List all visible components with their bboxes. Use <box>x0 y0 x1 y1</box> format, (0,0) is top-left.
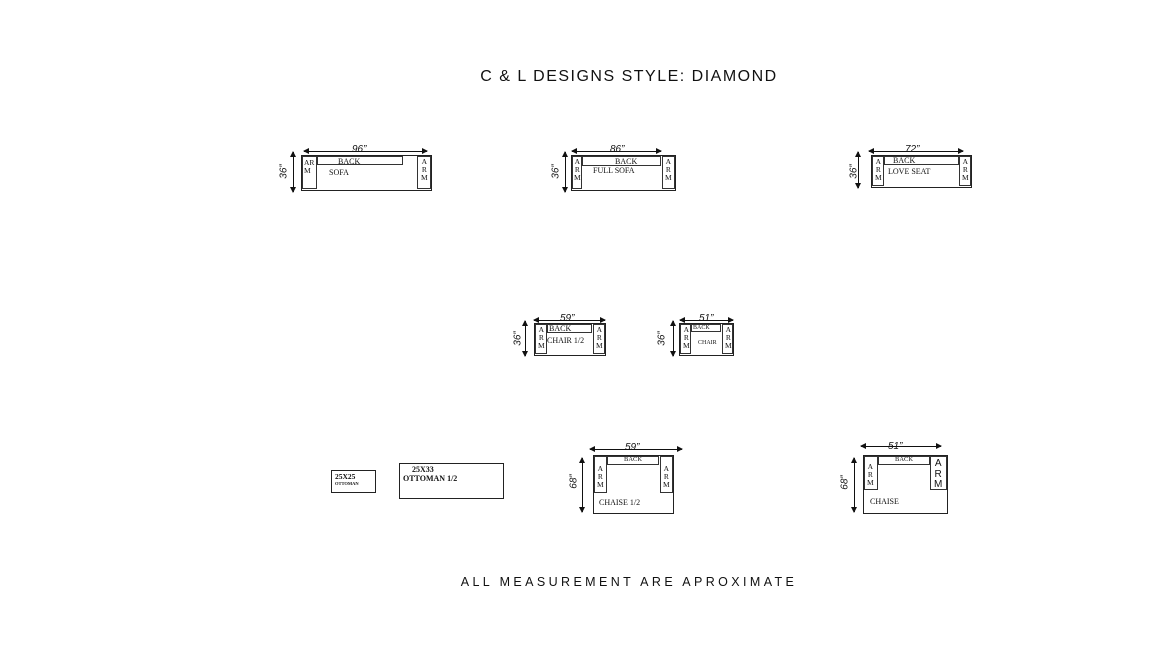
sofa-width-arrow <box>303 148 428 154</box>
chair-depth-arrow <box>670 320 676 357</box>
sofa-back <box>317 156 403 165</box>
love-seat-width-label: 72” <box>905 144 920 155</box>
chaise-half-outline: A R M A R M BACK CHAISE 1/2 <box>593 455 674 514</box>
full-sofa-name-label: FULL SOFA <box>593 166 635 175</box>
chaise-half-name-label: CHAISE 1/2 <box>599 498 641 507</box>
full-sofa-depth-label: 36” <box>550 164 562 179</box>
chaise-half-arm-left: A R M <box>594 456 607 493</box>
love-seat-width-arrow <box>868 148 964 154</box>
chair-name-label: CHAIR <box>698 340 717 346</box>
sofa-width-label: 96” <box>352 144 367 155</box>
chair-outline: A R M A R M BACK CHAIR <box>679 323 734 356</box>
love-seat-outline: A R M A R M BACK LOVE SEAT <box>871 155 972 188</box>
ottoman-half-size-label: 25X33 <box>412 465 434 474</box>
chaise-half-depth-label: 68” <box>568 474 580 489</box>
chaise-half-diagram: 59” 68” A R M A R M BACK CHAISE 1/2 <box>569 440 684 518</box>
chaise-half-arm-right-label: A R M <box>663 464 670 489</box>
chaise-half-arm-left-label: A R M <box>597 464 604 489</box>
chair-depth-label: 36” <box>656 331 668 346</box>
love-seat-arm-right-label: A R M <box>962 157 969 182</box>
chair-half-back <box>547 324 592 333</box>
full-sofa-depth-arrow <box>562 151 568 193</box>
chaise-half-back <box>607 456 659 465</box>
love-seat-arm-right: A R M <box>959 156 971 186</box>
ottoman-size-label: 25X25 <box>335 472 356 481</box>
full-sofa-arm-left: A R M <box>572 156 582 189</box>
chair-half-back-label: BACK <box>549 324 572 333</box>
chaise-outline: A R M A R M BACK CHAISE <box>863 455 948 514</box>
footer-note: ALL MEASUREMENT ARE APROXIMATE <box>460 575 798 589</box>
chaise-name-label: CHAISE <box>870 497 899 506</box>
chair-half-outline: A R M A R M BACK CHAIR 1/2 <box>534 323 606 356</box>
chaise-back-label: BACK <box>895 456 914 463</box>
chaise-half-arm-right: A R M <box>660 456 673 493</box>
sofa-arm-right-label: A R M <box>421 157 428 182</box>
sofa-back-label: BACK <box>338 157 361 166</box>
full-sofa-diagram: 86” 36” A R M A R M BACK FULL SOFA <box>551 142 685 197</box>
chair-half-width-arrow <box>533 317 606 323</box>
full-sofa-back <box>582 156 661 166</box>
chaise-arm-right-label: A R M <box>934 458 943 490</box>
chair-half-diagram: 59” 36” A R M A R M BACK CHAIR 1/2 <box>513 311 618 361</box>
ottoman-half-name-label: OTTOMAN 1/2 <box>403 474 458 483</box>
chaise-width-arrow <box>860 443 942 449</box>
chaise-half-depth-arrow <box>579 457 585 513</box>
chair-half-arm-left: A R M <box>535 324 547 354</box>
love-seat-diagram: 72” 36” A R M A R M BACK LOVE SEAT <box>849 142 983 197</box>
love-seat-depth-arrow <box>855 151 861 189</box>
ottoman-half-diagram: 25X33 OTTOMAN 1/2 <box>399 463 504 499</box>
chair-back <box>691 324 721 332</box>
love-seat-name-label: LOVE SEAT <box>888 167 931 176</box>
chair-arm-left: A R M <box>680 324 691 354</box>
chaise-half-back-label: BACK <box>624 456 643 463</box>
chair-width-label: 51” <box>699 313 714 324</box>
chair-half-depth-arrow <box>522 320 528 357</box>
love-seat-arm-left-label: A R M <box>875 157 882 182</box>
chaise-back <box>878 456 930 465</box>
chaise-arm-right: A R M <box>930 456 947 490</box>
love-seat-arm-left: A R M <box>872 156 884 186</box>
chair-arm-right: A R M <box>722 324 733 354</box>
chair-half-width-label: 59” <box>560 313 575 324</box>
chaise-half-width-arrow <box>589 446 683 452</box>
love-seat-back-label: BACK <box>893 156 916 165</box>
chair-arm-left-label: A R M <box>683 325 690 350</box>
chair-half-name-label: CHAIR 1/2 <box>547 336 585 345</box>
chair-half-arm-left-label: A R M <box>538 325 545 350</box>
sofa-name-label: SOFA <box>329 168 349 177</box>
chair-half-arm-right: A R M <box>593 324 605 354</box>
chaise-arm-left: A R M <box>864 456 878 490</box>
full-sofa-arm-right: A R M <box>662 156 675 189</box>
love-seat-back <box>884 156 959 165</box>
sofa-arm-right: A R M <box>417 156 431 189</box>
sofa-depth-label: 36” <box>278 164 290 179</box>
sofa-outline: AR M A R M BACK SOFA <box>301 155 432 191</box>
ottoman-name-label: OTTOMAN <box>335 481 359 486</box>
sofa-depth-arrow <box>290 151 296 193</box>
chair-width-arrow <box>679 317 734 323</box>
full-sofa-outline: A R M A R M BACK FULL SOFA <box>571 155 676 191</box>
chaise-arm-left-label: A R M <box>867 462 874 487</box>
chair-diagram: 51” 36” A R M A R M BACK CHAIR <box>657 311 747 361</box>
chair-half-depth-label: 36” <box>512 331 524 346</box>
page-title: C & L DESIGNS STYLE: DIAMOND <box>480 68 778 85</box>
sofa-arm-left-label: AR M <box>304 158 315 175</box>
full-sofa-width-label: 86” <box>610 144 625 155</box>
chaise-depth-arrow <box>851 457 857 513</box>
ottoman-diagram: 25X25 OTTOMAN <box>331 470 376 493</box>
sofa-arm-left: AR M <box>302 156 317 189</box>
chaise-depth-label: 68” <box>839 475 851 490</box>
chair-arm-right-label: A R M <box>725 325 732 350</box>
chair-half-arm-right-label: A R M <box>596 325 603 350</box>
full-sofa-arm-right-label: A R M <box>665 157 672 182</box>
full-sofa-width-arrow <box>571 148 662 154</box>
chaise-diagram: 51” 68” A R M A R M BACK CHAISE <box>840 438 955 518</box>
full-sofa-arm-left-label: A R M <box>574 157 581 182</box>
sofa-diagram: 96” 36” AR M A R M BACK SOFA <box>279 142 443 197</box>
chaise-half-width-label: 59” <box>625 442 640 453</box>
full-sofa-back-label: BACK <box>615 157 638 166</box>
chair-back-label: BACK <box>693 325 710 331</box>
